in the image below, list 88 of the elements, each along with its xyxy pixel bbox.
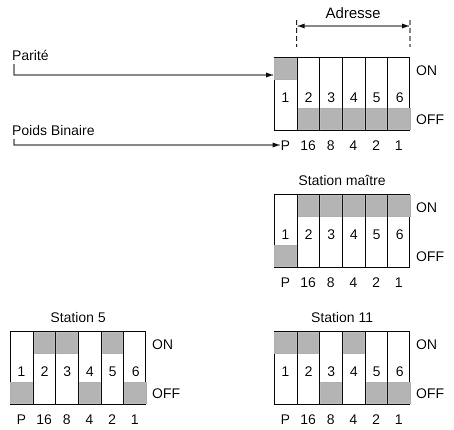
dip-switch bbox=[320, 58, 343, 130]
station-title: Station 5 bbox=[50, 309, 106, 325]
bit-weight: P bbox=[280, 274, 290, 290]
dip-switch-bank bbox=[10, 331, 146, 405]
bit-weight: 4 bbox=[85, 411, 94, 427]
switch-number: 5 bbox=[372, 89, 382, 105]
dip-switch bbox=[298, 58, 320, 130]
bit-weight: 8 bbox=[326, 137, 335, 153]
bit-weight: 1 bbox=[394, 137, 403, 153]
bit-weight: 1 bbox=[394, 274, 403, 290]
switch-number: 1 bbox=[280, 363, 290, 379]
bit-weight: 1 bbox=[394, 411, 403, 427]
leader-line bbox=[14, 138, 280, 148]
position-label: OFF bbox=[152, 385, 180, 401]
leader-line bbox=[14, 64, 274, 78]
dip-switch bbox=[343, 195, 366, 267]
dimension-label: Adresse bbox=[325, 6, 381, 22]
switch-number: 2 bbox=[304, 226, 314, 242]
position-label: ON bbox=[416, 62, 437, 78]
switch-number: 1 bbox=[16, 363, 26, 379]
bit-weight: P bbox=[280, 137, 290, 153]
position-label: ON bbox=[416, 199, 437, 215]
dip-switch-bank bbox=[274, 194, 410, 268]
bit-weight: 2 bbox=[372, 274, 380, 290]
dip-switch bbox=[343, 58, 366, 130]
switch-number: 1 bbox=[280, 226, 290, 242]
bit-weight: 8 bbox=[326, 411, 335, 427]
position-label: OFF bbox=[416, 248, 444, 264]
bit-weight: 4 bbox=[349, 411, 358, 427]
bit-weight: 2 bbox=[372, 137, 380, 153]
dip-switch bbox=[298, 332, 320, 404]
dip-switch bbox=[274, 195, 298, 267]
bit-weight: 2 bbox=[108, 411, 116, 427]
switch-number: 6 bbox=[394, 89, 405, 105]
bit-weight: 8 bbox=[326, 274, 335, 290]
switch-number: 2 bbox=[40, 363, 50, 379]
switch-number: 6 bbox=[130, 363, 141, 379]
bit-weight: 4 bbox=[349, 137, 358, 153]
switch-number: 5 bbox=[108, 363, 118, 379]
switch-number: 3 bbox=[326, 89, 336, 105]
switch-number: 5 bbox=[372, 363, 382, 379]
dip-switch bbox=[320, 332, 343, 404]
bit-weight: 1 bbox=[130, 411, 139, 427]
position-label: ON bbox=[416, 336, 437, 352]
dip-switch bbox=[366, 332, 388, 404]
bit-weight: 16 bbox=[300, 411, 316, 427]
dip-switch bbox=[10, 332, 34, 404]
bit-weight: 16 bbox=[36, 411, 52, 427]
dip-switch bbox=[366, 58, 388, 130]
dip-switch bbox=[274, 332, 298, 404]
bit-weight: 16 bbox=[300, 137, 316, 153]
switch-number: 4 bbox=[348, 363, 359, 379]
bit-weight: 8 bbox=[62, 411, 71, 427]
dip-switch bbox=[34, 332, 56, 404]
switch-number: 3 bbox=[326, 226, 336, 242]
station-title: Station 11 bbox=[311, 309, 373, 325]
station-title: Station maître bbox=[298, 172, 386, 188]
dip-switch bbox=[298, 195, 320, 267]
position-label: OFF bbox=[416, 385, 444, 401]
switch-number: 1 bbox=[280, 89, 290, 105]
switch-number: 5 bbox=[372, 226, 382, 242]
bit-weight: P bbox=[16, 411, 26, 427]
bit-weight: 16 bbox=[300, 274, 316, 290]
switch-number: 3 bbox=[326, 363, 336, 379]
callout-label: Poids Binaire bbox=[12, 122, 94, 138]
callout-label: Parité bbox=[12, 47, 49, 63]
switch-number: 2 bbox=[304, 89, 314, 105]
dip-switch bbox=[320, 195, 343, 267]
dip-switch bbox=[343, 332, 366, 404]
dip-switch bbox=[102, 332, 124, 404]
dip-switch bbox=[56, 332, 79, 404]
dip-switch-bank bbox=[274, 57, 410, 131]
switch-number: 3 bbox=[62, 363, 72, 379]
bit-weight: P bbox=[280, 411, 290, 427]
bit-weight: 2 bbox=[372, 411, 380, 427]
position-label: ON bbox=[152, 336, 173, 352]
switch-number: 6 bbox=[394, 363, 405, 379]
switch-number: 4 bbox=[84, 363, 95, 379]
dip-switch bbox=[79, 332, 102, 404]
position-label: OFF bbox=[416, 111, 444, 127]
switch-number: 4 bbox=[348, 89, 359, 105]
bit-weight: 4 bbox=[349, 274, 358, 290]
dip-switch bbox=[366, 195, 388, 267]
switch-number: 2 bbox=[304, 363, 314, 379]
switch-number: 4 bbox=[348, 226, 359, 242]
switch-number: 6 bbox=[394, 226, 405, 242]
dip-switch bbox=[274, 58, 298, 130]
dip-switch-bank bbox=[274, 331, 410, 405]
